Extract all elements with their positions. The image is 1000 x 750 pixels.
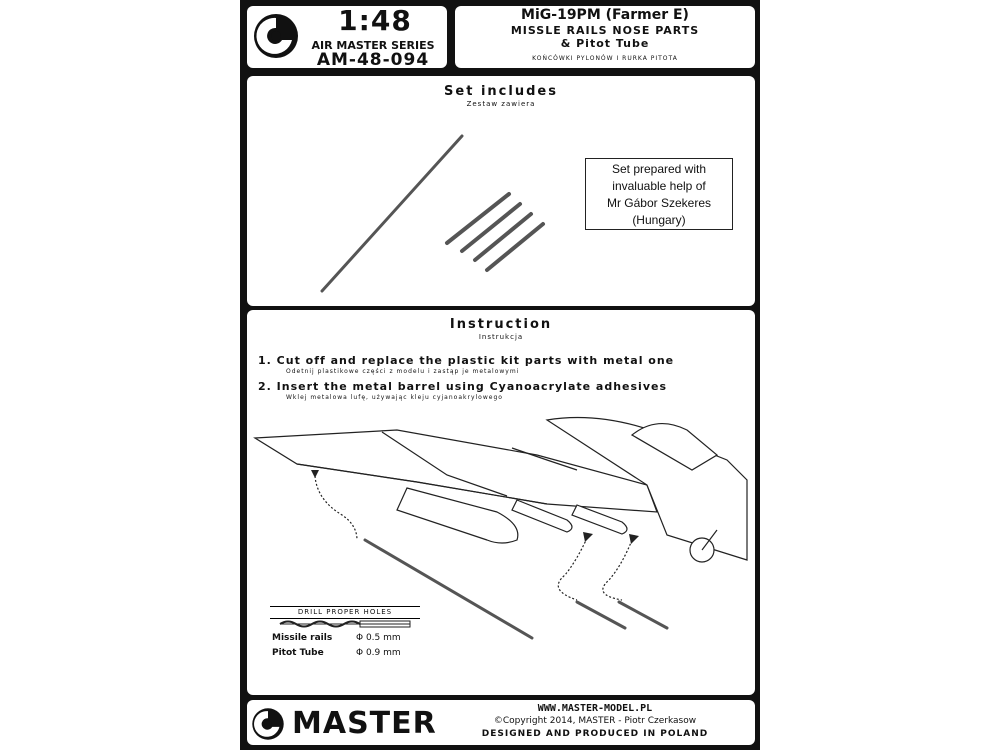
missile-rail-tip-3 — [473, 212, 533, 262]
title-polish: KOŃCÓWKI PYLONÓW I RURKA PITOTA — [532, 55, 678, 62]
arrow-head — [629, 534, 639, 544]
rail-arrow-path-1 — [557, 537, 588, 601]
drill-row-value: Φ 0.9 mm — [356, 648, 401, 658]
footer-url[interactable]: WWW.MASTER-MODEL.PL — [537, 703, 653, 714]
step-1-polish: Odetnij plastikowe części z modelu i zas… — [286, 368, 520, 375]
pitot-tube-placement — [363, 538, 534, 640]
arrow-head — [583, 532, 593, 542]
step-2-polish: Wklej metalowa lufę, używając kleju cyja… — [286, 394, 503, 401]
missile-rail-tip-2 — [460, 202, 522, 253]
pitot-tube-part — [320, 134, 464, 293]
title-line-1: MiG-19PM (Farmer E) — [521, 7, 689, 23]
pitot-arrow-path — [314, 475, 358, 541]
wing-fence — [381, 431, 508, 497]
drill-row-rails: Missile rails Φ 0.5 mm — [272, 633, 420, 643]
note-line: invaluable help of — [612, 179, 706, 193]
credits-note: Set prepared with invaluable help of Mr … — [585, 158, 733, 230]
title-line-2: MISSLE RAILS NOSE PARTS — [510, 24, 700, 37]
brand-name: MASTER — [292, 706, 437, 741]
missile-rail-tip-4 — [485, 222, 545, 272]
footer-copyright: ©Copyright 2014, MASTER - Piotr Czerkaso… — [493, 716, 697, 726]
missile-rail-2 — [571, 504, 628, 535]
rail-arrow-path-2 — [602, 539, 633, 601]
aircraft-wing-diagram — [253, 416, 748, 640]
footer-made-in: DESIGNED AND PRODUCED IN POLAND — [481, 729, 709, 739]
arrow-head — [311, 470, 319, 478]
title-box — [455, 6, 755, 68]
drill-row-value: Φ 0.5 mm — [356, 633, 401, 643]
wing-fence-2 — [511, 447, 578, 471]
step-2-text: 2. Insert the metal barrel using Cyanoac… — [258, 380, 667, 393]
drill-table: DRILL PROPER HOLES Missile rails Φ 0.5 m… — [270, 606, 420, 666]
missile-rail-tip-1 — [445, 192, 511, 245]
series-label: AIR MASTER SERIES — [311, 39, 435, 52]
title-line-3: & Pitot Tube — [560, 37, 650, 50]
parts-illustration — [320, 134, 545, 293]
drill-row-pitot: Pitot Tube Φ 0.9 mm — [272, 648, 420, 658]
master-brand-icon — [252, 708, 284, 740]
drill-row-label: Pitot Tube — [272, 648, 324, 658]
rail-tip-placement-1 — [575, 600, 627, 630]
cockpit-canopy — [630, 423, 719, 471]
drill-row-label: Missile rails — [272, 633, 333, 643]
instruction-heading: Instruction — [449, 317, 553, 332]
instruction-heading-polish: Instrukcja — [478, 333, 524, 341]
note-line: (Hungary) — [632, 213, 686, 227]
missile-rail-1 — [511, 499, 573, 533]
set-heading-polish: Zestaw zawiera — [466, 100, 536, 108]
master-logo-icon — [254, 14, 298, 58]
drop-tank — [396, 487, 519, 544]
set-heading: Set includes — [444, 84, 558, 99]
note-line: Mr Gábor Szekeres — [606, 196, 712, 210]
drill-bit-icon — [279, 620, 411, 628]
footer-panel — [247, 700, 755, 745]
step-1-text: 1. Cut off and replace the plastic kit p… — [258, 354, 675, 367]
drill-header: DRILL PROPER HOLES — [270, 606, 420, 619]
wing-edge — [296, 463, 548, 505]
rail-tip-placement-2 — [617, 600, 669, 630]
note-line: Set prepared with — [611, 162, 707, 176]
product-code: AM-48-094 — [316, 50, 430, 70]
scale-label: 1:48 — [338, 4, 412, 37]
